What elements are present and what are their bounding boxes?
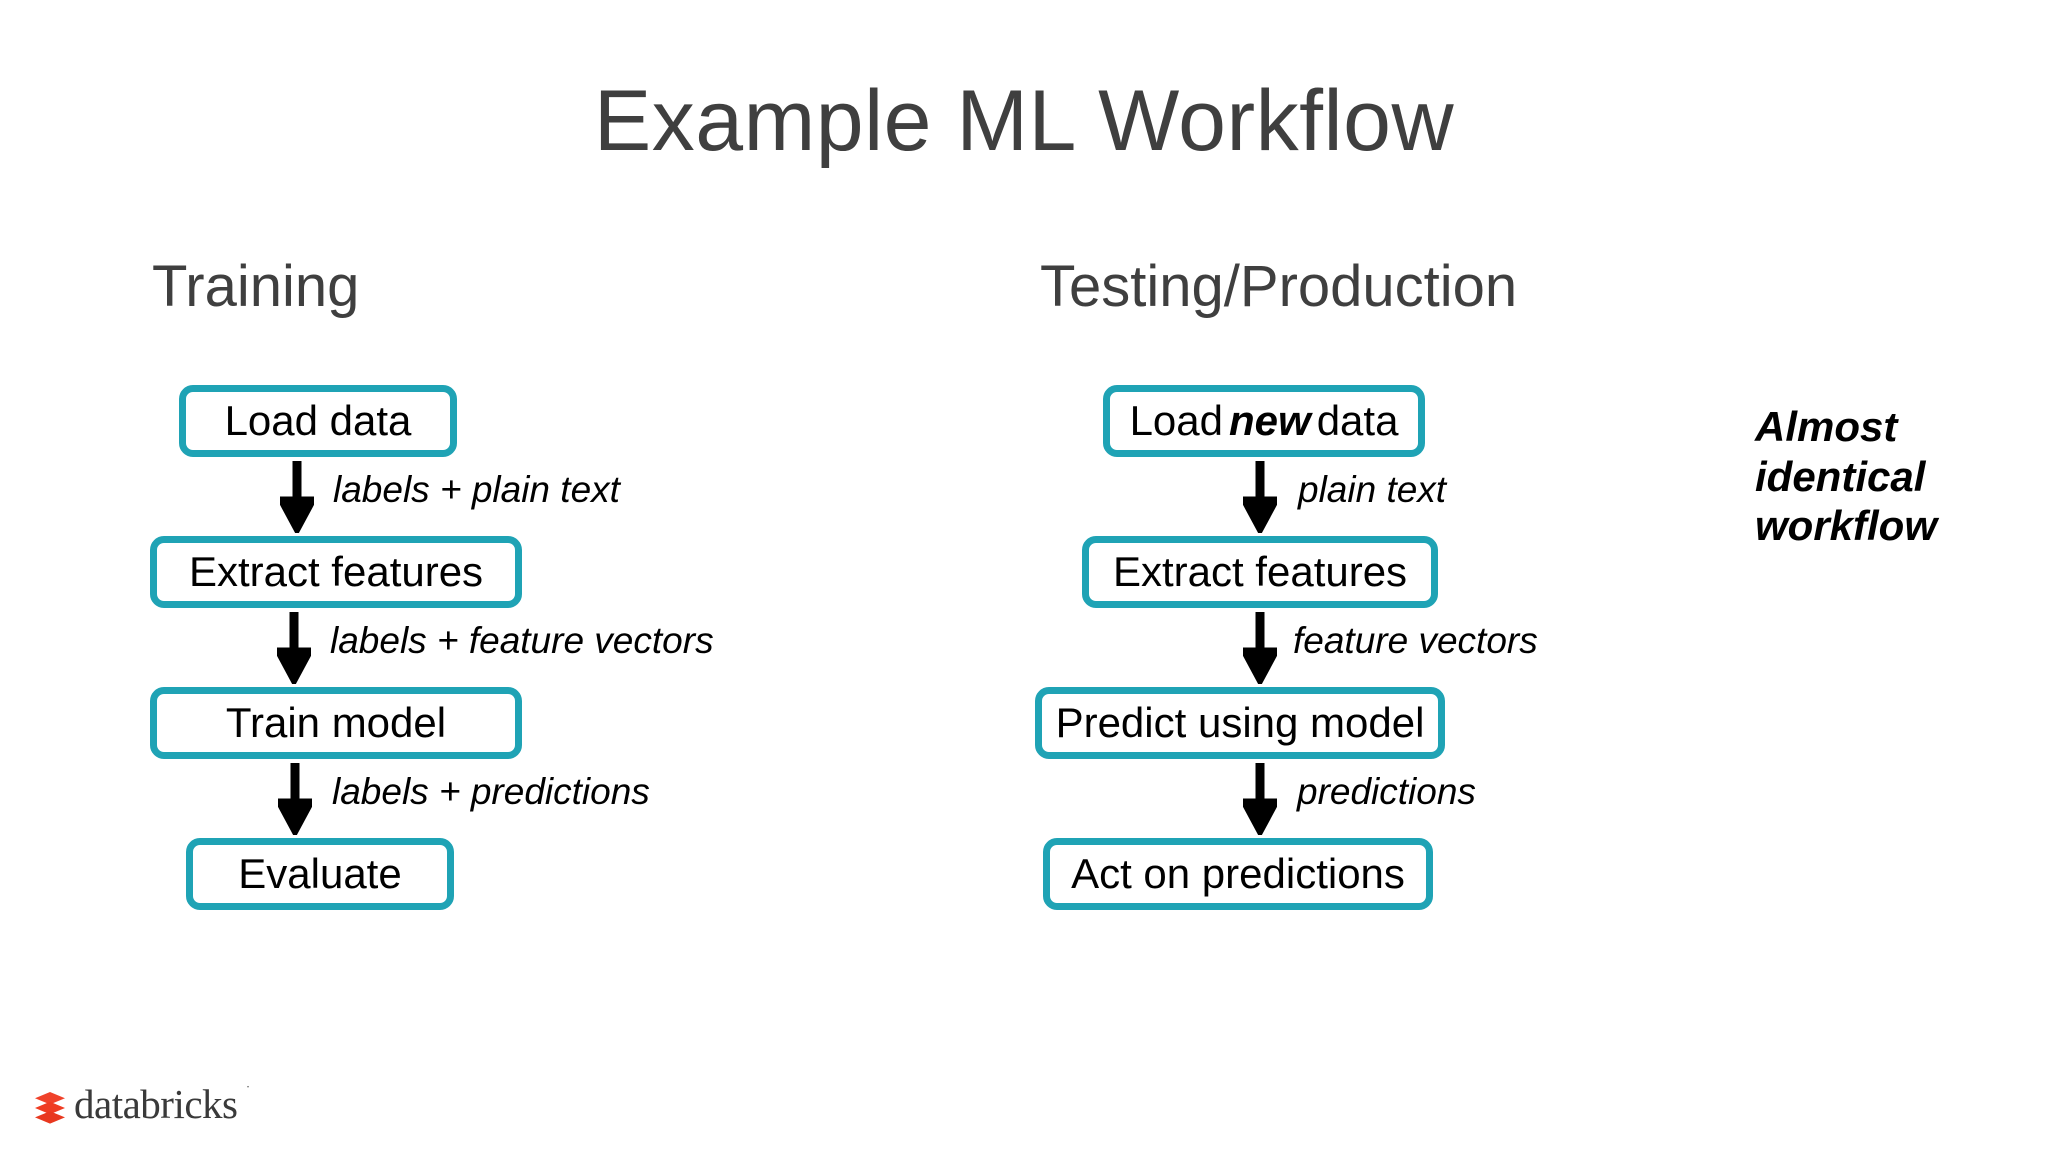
flow-step-label: Load data [224, 397, 412, 444]
flow-edge-label: predictions [1297, 771, 1476, 812]
flow-connector: predictions [1035, 759, 1695, 838]
flow-step-load-data[interactable]: Load data [179, 385, 457, 457]
flow-connector: labels + predictions [150, 759, 790, 838]
flow-step-label: Extract features [1112, 548, 1408, 595]
flow-step-label: Predict using model [1055, 699, 1425, 746]
page-title: Example ML Workflow [593, 73, 1455, 169]
flow-step-label-emphasis: new [1229, 397, 1311, 444]
flow-step-label-suffix: data [1316, 397, 1399, 444]
arrow-down-icon [1243, 763, 1277, 835]
arrow-down-icon [280, 461, 314, 533]
flow-connector: labels + feature vectors [150, 608, 790, 687]
column-heading-training: Training [152, 254, 360, 319]
databricks-logo: databricks ˙ [33, 1081, 251, 1127]
flow-step-label: Act on predictions [1071, 850, 1405, 897]
column-heading-testing: Testing/Production [1040, 254, 1518, 319]
databricks-wordmark: databricks [74, 1081, 238, 1127]
flow-step-label: Extract features [188, 548, 484, 595]
flow-step-evaluate[interactable]: Evaluate [186, 838, 454, 910]
arrow-down-icon [1243, 461, 1277, 533]
flow-connector: labels + plain text [150, 457, 790, 536]
flow-connector: feature vectors [1035, 608, 1695, 687]
flow-step-label: Evaluate [238, 850, 402, 897]
flow-connector: plain text [1035, 457, 1695, 536]
flow-step-load-new-data[interactable]: Load new data [1103, 385, 1425, 457]
flow-step-label-prefix: Load [1129, 397, 1223, 444]
databricks-stack-icon [33, 1090, 67, 1124]
flow-step-act-on-predictions[interactable]: Act on predictions [1043, 838, 1433, 910]
flow-edge-label: labels + feature vectors [330, 620, 714, 661]
flow-step-train-model[interactable]: Train model [150, 687, 522, 759]
flow-step-extract-features[interactable]: Extract features [1082, 536, 1438, 608]
flow-edge-label: labels + predictions [332, 771, 650, 812]
flow-edge-label: labels + plain text [333, 469, 620, 510]
arrow-down-icon [1243, 612, 1277, 684]
flow-step-predict-using-model[interactable]: Predict using model [1035, 687, 1445, 759]
flowchart-training: Load data labels + plain text Extract fe… [150, 385, 790, 910]
flow-step-label: Train model [225, 699, 447, 746]
arrow-down-icon [278, 763, 312, 835]
flow-step-extract-features[interactable]: Extract features [150, 536, 522, 608]
annotation-almost-identical-workflow: Almost identical workflow [1755, 403, 1938, 550]
flow-edge-label: plain text [1298, 469, 1447, 510]
flowchart-testing-production: Load new data plain text Extract feature… [1035, 385, 1695, 910]
arrow-down-icon [277, 612, 311, 684]
trademark-symbol: ˙ [245, 1084, 251, 1100]
flow-edge-label: feature vectors [1293, 620, 1538, 661]
